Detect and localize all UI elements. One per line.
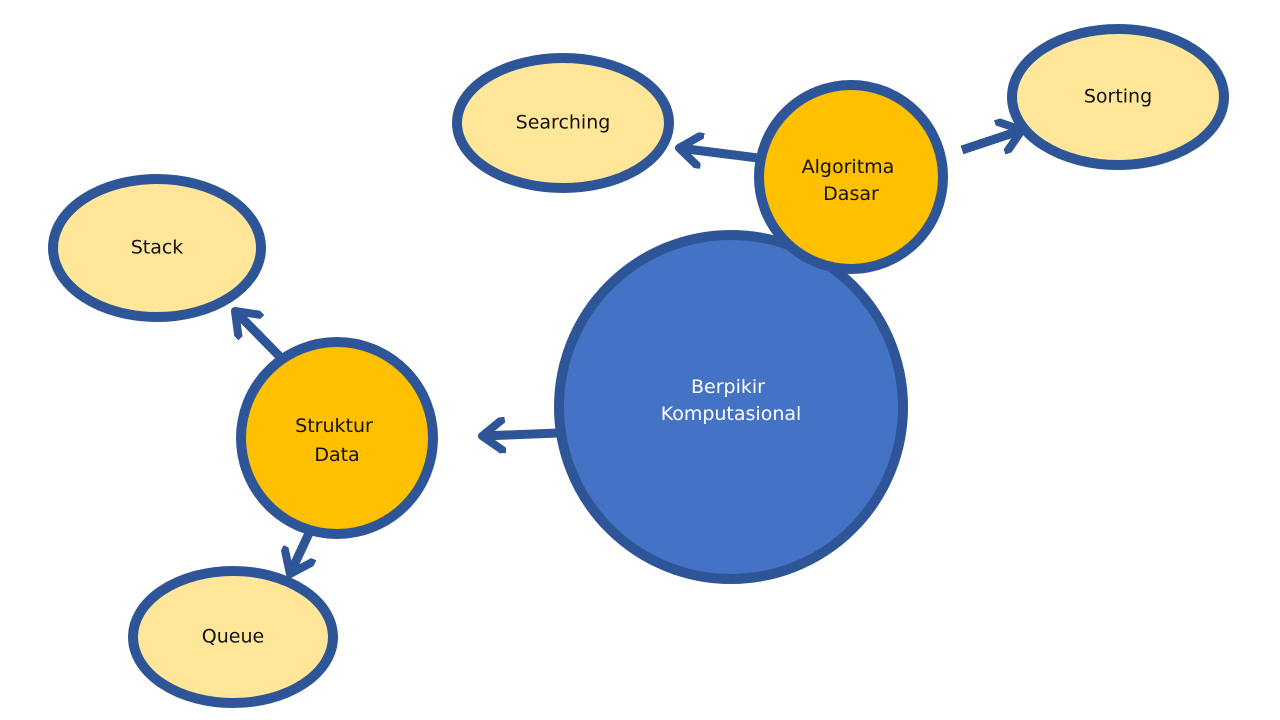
node-algoritma-line-1: Algoritma bbox=[802, 156, 895, 178]
node-struktur-label: Struktur Data bbox=[295, 415, 379, 466]
node-algoritma-line-2: Dasar bbox=[823, 183, 879, 205]
node-algoritma-dasar: Algoritma Dasar bbox=[754, 80, 948, 274]
node-stack-label: Stack bbox=[131, 237, 184, 259]
arrow-algoritma-to-searching bbox=[679, 148, 759, 158]
node-searching-label: Searching bbox=[516, 112, 611, 134]
node-center-line-2: Komputasional bbox=[661, 403, 802, 425]
node-queue-label: Queue bbox=[202, 626, 264, 648]
node-stack-circle bbox=[48, 174, 266, 322]
node-algoritma-circle bbox=[754, 80, 948, 274]
arrow-algoritma-to-sorting bbox=[960, 130, 1022, 150]
node-sorting-circle bbox=[1007, 24, 1229, 170]
node-sorting: Sorting bbox=[1007, 24, 1229, 170]
node-searching: Searching bbox=[452, 53, 674, 193]
node-center-label: Berpikir Komputasional bbox=[661, 376, 802, 425]
node-center-line-1: Berpikir bbox=[691, 376, 765, 398]
node-struktur-data: Struktur Data bbox=[236, 337, 438, 539]
node-struktur-line-1: Struktur bbox=[295, 415, 373, 437]
node-searching-circle bbox=[452, 53, 674, 193]
node-struktur-circle bbox=[236, 337, 438, 539]
node-queue-circle bbox=[128, 566, 338, 708]
node-struktur-line-2: Data bbox=[314, 444, 359, 466]
node-center: Berpikir Komputasional bbox=[554, 230, 908, 584]
node-stack: Stack bbox=[48, 174, 266, 322]
node-queue: Queue bbox=[128, 566, 338, 708]
node-algoritma-label: Algoritma Dasar bbox=[802, 156, 901, 205]
arrow-center-to-struktur bbox=[482, 433, 559, 436]
node-sorting-label: Sorting bbox=[1084, 86, 1152, 108]
node-center-circle bbox=[554, 230, 908, 584]
